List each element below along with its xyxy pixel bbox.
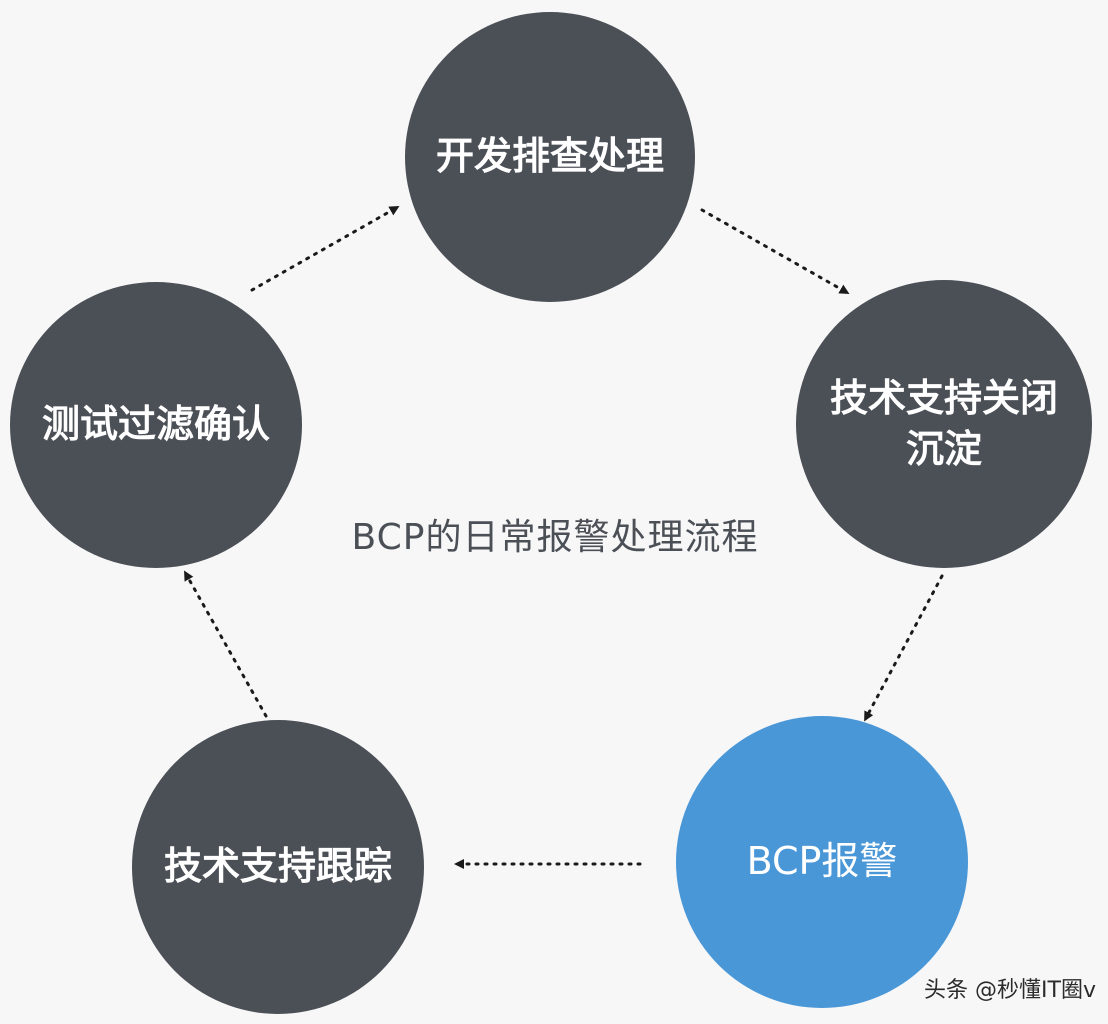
node-support-track: 技术支持跟踪 — [132, 720, 424, 1014]
arrow-support-track-to-test — [184, 570, 268, 718]
node-test-confirm: 测试过滤确认 — [10, 282, 302, 568]
node-support-close: 技术支持关闭 沉淀 — [796, 280, 1092, 568]
node-bcp-alarm: BCP报警 — [676, 716, 968, 1008]
arrow-support-close-to-alarm — [864, 574, 944, 722]
watermark-text: 头条 @秒懂IT圈v — [924, 978, 1096, 1003]
node-support-close-label-line-2: 沉淀 — [905, 427, 982, 471]
node-dev-handling: 开发排查处理 — [405, 12, 695, 302]
arrow-test-to-dev — [250, 206, 400, 292]
diagram-title: BCP的日常报警处理流程 — [351, 517, 759, 558]
node-dev-handling-label: 开发排查处理 — [435, 134, 664, 179]
node-test-confirm-label: 测试过滤确认 — [41, 402, 270, 447]
node-support-close-label-line-1: 技术支持关闭 — [829, 375, 1058, 420]
arrow-dev-to-support-close — [700, 208, 850, 294]
node-support-track-label: 技术支持跟踪 — [163, 844, 392, 889]
node-bcp-alarm-label: BCP报警 — [746, 839, 898, 884]
